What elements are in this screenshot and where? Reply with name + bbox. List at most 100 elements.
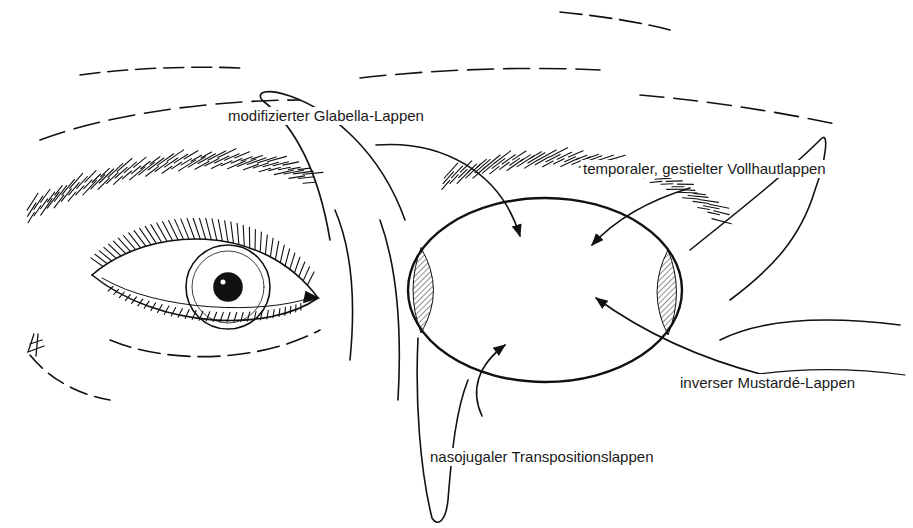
- hair-stroke: [199, 218, 205, 239]
- hair-stroke: [666, 180, 682, 182]
- hair-stroke: [444, 163, 457, 178]
- hair-stroke: [146, 166, 159, 176]
- hair-stroke: [41, 199, 52, 216]
- hair-stroke: [510, 158, 520, 165]
- hair-stroke: [661, 183, 673, 185]
- hair-stroke: [171, 307, 175, 316]
- hair-stroke: [92, 174, 101, 183]
- hair-stroke: [485, 155, 501, 168]
- hair-stroke: [212, 219, 217, 240]
- hair-stroke: [714, 211, 730, 215]
- hair-stroke: [267, 156, 286, 161]
- hair-stroke: [259, 168, 271, 172]
- hair-stroke: [227, 313, 230, 322]
- hair-stroke: [144, 301, 149, 308]
- hair-stroke: [295, 305, 296, 312]
- hair-stroke: [468, 164, 477, 172]
- hair-stroke: [683, 198, 699, 199]
- hair-stroke: [565, 157, 576, 162]
- hair-stroke: [47, 192, 59, 208]
- hair-stroke: [193, 218, 200, 239]
- hair-stroke: [141, 161, 151, 168]
- hair-stroke: [157, 223, 167, 241]
- hair-stroke: [108, 164, 123, 178]
- hair-stroke: [490, 166, 499, 174]
- hair-stroke: [278, 309, 280, 317]
- hair-stroke: [251, 155, 262, 159]
- hair-stroke: [119, 292, 124, 298]
- hair-stroke: [109, 244, 121, 256]
- hair-stroke: [672, 186, 684, 187]
- hair-stroke: [201, 152, 212, 158]
- hair-stroke: [265, 235, 267, 255]
- hair-stroke: [178, 309, 182, 318]
- hair-stroke: [185, 310, 189, 319]
- hair-stroke: [99, 169, 113, 183]
- hair-stroke: [167, 150, 184, 161]
- hair-stroke: [708, 212, 720, 215]
- hair-stroke: [655, 178, 671, 179]
- hair-stroke: [587, 154, 598, 158]
- hair-stroke: [132, 166, 141, 174]
- hair-stroke: [298, 168, 310, 170]
- hair-stroke: [199, 311, 203, 320]
- hair-stroke: [125, 295, 130, 301]
- hair-stroke: [699, 200, 719, 203]
- hair-stroke: [55, 186, 62, 195]
- hair-stroke: [543, 161, 554, 167]
- hair-stroke: [299, 262, 305, 277]
- hair-stroke: [442, 180, 450, 189]
- hair-stroke: [191, 155, 201, 161]
- hair-stroke: [104, 247, 116, 258]
- hair-stroke: [117, 159, 132, 172]
- hair-stroke: [495, 151, 511, 163]
- hair-stroke: [206, 218, 212, 239]
- hair-stroke: [113, 241, 125, 254]
- hair-stroke: [275, 241, 278, 259]
- hair-stroke: [114, 176, 123, 184]
- hair-stroke: [300, 303, 301, 310]
- hair-stroke: [285, 249, 290, 266]
- hair-stroke: [237, 223, 239, 244]
- hair-stroke: [162, 166, 172, 173]
- hair-stroke: [225, 221, 228, 242]
- hair-stroke: [254, 312, 256, 321]
- hair-stroke: [303, 172, 323, 174]
- hair-stroke: [520, 155, 530, 162]
- hair-stroke: [693, 201, 709, 203]
- hair-stroke: [459, 169, 468, 177]
- hair-stroke: [712, 219, 731, 224]
- hair-stroke: [231, 222, 234, 243]
- hair-stroke: [62, 179, 75, 195]
- hair-stroke: [568, 151, 583, 157]
- hair-stroke: [101, 168, 110, 176]
- hair-stroke: [475, 159, 490, 172]
- hair-stroke: [531, 152, 541, 158]
- hair-stroke: [54, 195, 64, 208]
- hair-stroke: [290, 306, 291, 313]
- hair-stroke: [650, 181, 662, 182]
- hair-stroke: [234, 313, 237, 322]
- hair-stroke: [260, 232, 261, 252]
- hair-stroke: [298, 177, 314, 179]
- hair-stroke: [54, 186, 66, 202]
- flap-label: temporaler, gestielter Vollhautlappen: [581, 160, 828, 178]
- hair-stroke: [84, 180, 92, 189]
- hair-stroke: [218, 220, 222, 241]
- hair-stroke: [151, 225, 162, 243]
- hair-stroke: [129, 233, 141, 248]
- hair-stroke: [303, 182, 315, 184]
- hair-stroke: [243, 225, 244, 246]
- hair-stroke: [140, 228, 151, 244]
- hair-stroke: [709, 204, 729, 208]
- hair-stroke: [249, 227, 250, 248]
- hair-stroke: [132, 297, 137, 304]
- hair-stroke: [213, 312, 217, 321]
- hair-stroke: [192, 311, 196, 320]
- hair-stroke: [151, 303, 156, 311]
- hair-stroke: [122, 171, 131, 179]
- hair-stroke: [557, 152, 571, 159]
- hair-stroke: [91, 175, 105, 189]
- hair-stroke: [247, 312, 249, 321]
- hair-stroke: [273, 310, 274, 318]
